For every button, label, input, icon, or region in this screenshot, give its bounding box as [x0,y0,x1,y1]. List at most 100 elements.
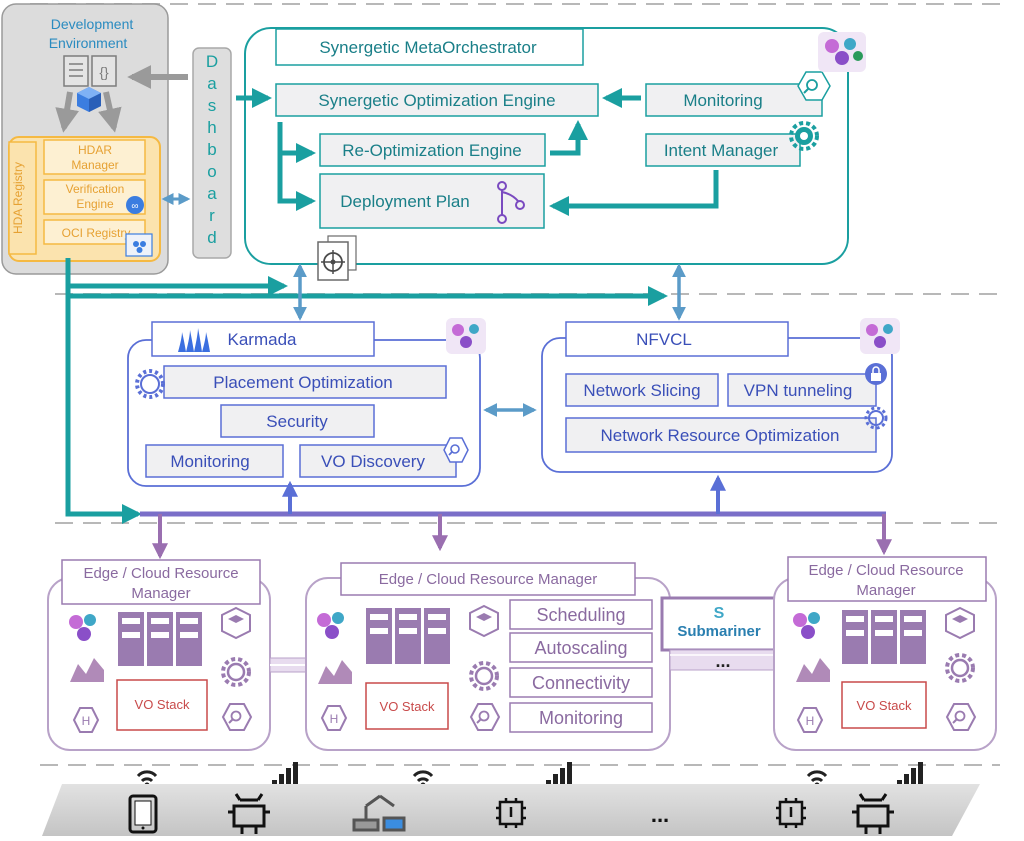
server-slots [122,618,198,638]
lock-icon [865,363,887,385]
dashboard-letter: D [206,52,218,71]
placement-optimization-label: Placement Optimization [213,373,393,392]
settings-gear-icon [221,657,251,687]
intent-manager-label: Intent Manager [664,141,779,160]
settings-gear-icon [945,653,975,683]
container-cube-icon [469,604,499,638]
network-slicing-box [565,373,719,407]
connectivity-box [509,667,653,698]
container-cube-icon [945,606,975,640]
search-icon [945,703,977,731]
code-braces-icon: {} [91,55,117,87]
intent-manager-box [645,133,801,167]
iot-sensor-chip-icon [496,798,526,828]
helm-icon: H [320,705,348,731]
nfvcl-cluster: NFVCL Network Slicing VPN tunneling Netw… [541,318,900,473]
edge-left-title-line2: Manager [131,585,190,602]
ai-brain-icon [446,318,486,354]
network-slicing-label: Network Slicing [583,381,700,400]
submariner: S Submariner ... [660,596,778,671]
dev-env-title-line2: Environment [49,35,128,51]
reoptimization-box [319,133,546,167]
robot-icon [852,793,894,834]
vpn-tunneling-label: VPN tunneling [744,381,853,400]
optimization-engine-box [275,83,599,117]
container-cube-icon [221,606,251,640]
hdar-manager-line2: Manager [71,158,118,172]
svg-text:H: H [806,714,815,728]
edge-cloud-left: Edge / Cloud Resource Manager VO Stack [47,559,271,751]
meta-monitoring-box [645,83,823,117]
security-label: Security [266,412,328,431]
submariner-logo-icon: S [714,605,725,622]
ai-brain-icon [793,612,820,639]
deployment-plan-label: Deployment Plan [340,192,469,211]
service-monitoring: Monitoring [539,708,623,728]
autoscaling-box [509,632,653,663]
mountain-chart-icon [318,660,352,684]
verification-engine-line1: Verification [66,182,125,196]
karmada-cluster: Karmada Placement Optimization Security … [127,318,486,487]
dashboard-letter: h [207,118,216,137]
edge-cloud-right: Edge / Cloud Resource Manager VO Stack [773,556,997,751]
edge-right-vo-stack: VO Stack [857,698,912,713]
placement-optimization-box [163,365,447,399]
oci-registry-label: OCI Registry [62,226,131,240]
karmada-logo-icon [178,328,210,352]
settings-gear-icon [469,661,499,691]
document-icon [63,55,89,87]
hda-registry-label: HDA Registry [11,162,25,234]
devices-ellipsis: ... [651,802,669,827]
karmada-monitoring-label: Monitoring [170,452,249,471]
verification-engine-line2: Engine [76,197,114,211]
security-box [220,404,375,438]
robot-arm-icon [352,794,406,832]
search-icon [469,703,501,731]
network-resource-optimization-box [565,417,877,453]
dashboard-letter: o [207,162,216,181]
edge-right-title-line2: Manager [856,582,915,599]
nfvcl-title: NFVCL [636,330,692,349]
service-connectivity: Connectivity [532,673,630,693]
hdar-manager-line1: HDAR [78,143,112,157]
edge-left-title-line1: Edge / Cloud Resource [83,565,238,582]
edge-right-title-line1: Edge / Cloud Resource [808,562,963,579]
nfvcl-gear-icon [864,406,888,430]
submariner-dots: ... [715,651,730,671]
oci-registry-icon [125,233,153,257]
ai-brain-icon [860,318,900,354]
dashboard-letter: r [209,206,215,225]
optimization-engine-label: Synergetic Optimization Engine [318,91,555,110]
teal-distribution-lines [65,258,668,524]
edge-center-title: Edge / Cloud Resource Manager [379,571,597,588]
ai-brain-icon [317,612,344,639]
svg-text:H: H [82,714,91,728]
edge-cloud-center: Edge / Cloud Resource Manager VO Stack H [305,562,671,751]
dashboard-letter: a [207,184,217,203]
edge-center-vo-stack: VO Stack [380,699,435,714]
monitoring-service-box [509,702,653,733]
dashboard-letter: b [207,140,216,159]
dashboard-letter: a [207,74,217,93]
svg-text:{}: {} [99,64,109,80]
dashboard-letter: s [208,96,217,115]
workflow-icon [497,181,525,224]
iot-sensor-chip-icon [776,798,806,828]
placement-gear-icon [135,369,165,399]
meta-monitoring-label: Monitoring [683,91,762,110]
meta-internal-flows [236,88,719,216]
vo-discovery-box [299,444,457,478]
dashboard-letter: d [207,228,216,247]
tablet-icon [128,794,158,834]
ai-brain-icon [818,32,866,72]
mountain-chart-icon [796,658,830,682]
svg-text:∞: ∞ [131,201,138,212]
dev-env-title-line1: Development [51,16,134,32]
monitoring-search-icon [797,71,831,101]
helm-icon: H [72,707,100,733]
device-layer: ... [42,784,980,836]
container-cube-icon [77,87,101,112]
